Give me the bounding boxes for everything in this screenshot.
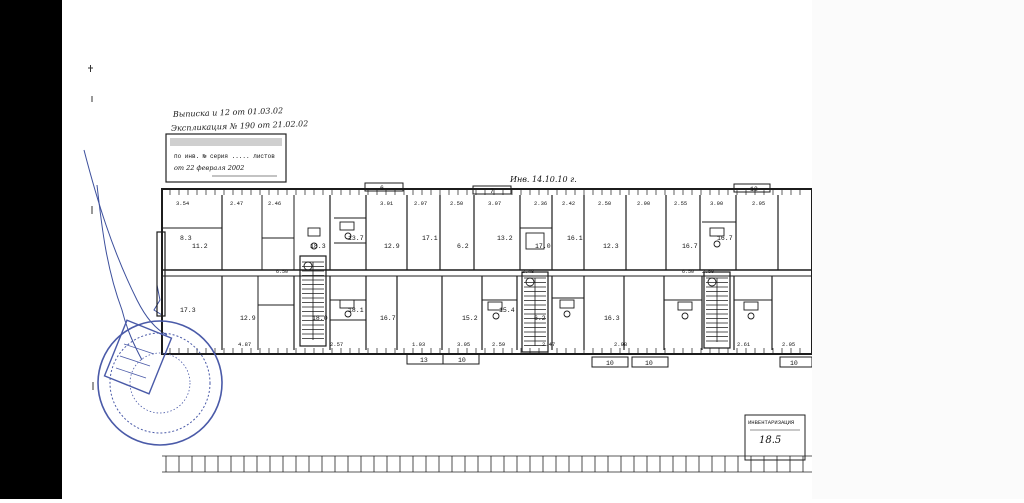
room-area: 6.2 xyxy=(534,315,546,322)
dimension-bottom: 3.05 xyxy=(457,341,470,348)
room-area: 16.7 xyxy=(682,243,698,250)
bottom-scale-strip xyxy=(162,455,812,473)
room-area: 17.1 xyxy=(422,235,438,242)
dimension-top: 3.54 xyxy=(176,200,190,207)
left-black-bar xyxy=(0,0,62,499)
dimension-bottom: 2.05 xyxy=(782,341,795,348)
room-area: 16.7 xyxy=(380,315,396,322)
dimension-top: 2.50 xyxy=(450,200,463,207)
room-area: 17.0 xyxy=(535,243,551,250)
room-area: 16.3 xyxy=(604,315,620,322)
room-area: 17.3 xyxy=(180,307,196,314)
dimension-bottom: 2.98 xyxy=(614,341,627,348)
top-marker: 7 xyxy=(490,188,494,195)
dimension-top: 2.47 xyxy=(230,200,243,207)
dimension-top: 3.07 xyxy=(488,200,501,207)
dimension-mid: 2.48 xyxy=(522,269,534,275)
header-handwriting: Выписка и 12 от 01.03.02 Экспликация № 1… xyxy=(171,106,309,133)
top-marker: 6 xyxy=(380,185,384,192)
dimension-mid: 6.50 xyxy=(682,269,694,275)
bottom-marker: 10 xyxy=(790,360,798,367)
dimension-bottom: 4.87 xyxy=(238,341,251,348)
room-area: 13.7 xyxy=(348,235,364,242)
room-area: 18.0 xyxy=(312,315,328,322)
pen-strokes xyxy=(83,149,168,361)
dimension-bottom: 2.59 xyxy=(492,341,505,348)
dimension-top: 2.50 xyxy=(598,200,611,207)
dimension-mid: 6.50 xyxy=(276,269,288,275)
dimension-mid: 2.50 xyxy=(702,269,714,275)
dimension-top: 2.95 xyxy=(752,200,765,207)
room-area: 16.1 xyxy=(567,235,583,242)
room-area: 13.2 xyxy=(497,235,513,242)
stairwells xyxy=(299,255,731,353)
inventory-stamp-value: 18.5 xyxy=(759,435,781,446)
punch-marks xyxy=(88,65,94,390)
dimension-top: 2.42 xyxy=(562,200,575,207)
bottom-marker: 10 xyxy=(645,360,653,367)
room-area: 12.3 xyxy=(603,243,619,250)
room-area-labels: 8.311.2 18.3 13.7 12.9 17.1 6.2 13.2 17.0 16.1 12… xyxy=(180,235,733,322)
room-area: 12.9 xyxy=(384,243,400,250)
header-line2: Экспликация № 190 от 21.02.02 xyxy=(171,119,309,133)
room-area: 18.3 xyxy=(310,243,326,250)
room-area: 6.2 xyxy=(457,243,469,250)
dimension-top: 3.01 xyxy=(380,200,394,207)
bottom-marker: 13 xyxy=(420,357,428,364)
room-area: 12.9 xyxy=(240,315,256,322)
bathroom-fixtures xyxy=(303,221,759,320)
dimension-labels: 3.54 2.47 2.46 3.01 2.97 2.50 3.07 2.36 2.42 2.50… xyxy=(176,200,795,348)
dimension-bottom: 1.03 xyxy=(412,341,425,348)
dimension-top: 2.90 xyxy=(637,200,650,207)
room-area: 18.1 xyxy=(348,307,364,314)
inventory-note: Инв. 14.10.10 г. xyxy=(509,175,577,184)
room-area: 8.3 xyxy=(180,235,192,242)
stamp-line2: от 22 февраля 2002 xyxy=(174,164,244,172)
stamp-line1: по инв. № серия ..... листов xyxy=(174,153,275,160)
registration-stamp: по инв. № серия ..... листов от 22 февра… xyxy=(165,133,287,183)
marker-labels: 6 7 12 13 10 10 10 10 xyxy=(380,185,798,367)
round-stamp xyxy=(97,319,223,446)
dimension-bottom: 2.61 xyxy=(737,341,751,348)
dimension-top: 2.46 xyxy=(268,200,281,207)
bottom-marker: 10 xyxy=(606,360,614,367)
room-area: 15.4 xyxy=(499,307,515,314)
dimension-bottom: 2.57 xyxy=(330,341,343,348)
header-line1: Выписка и 12 от 01.03.02 xyxy=(172,106,284,119)
inventory-stamp: ИНВЕНТАРИЗАЦИЯ 18.5 xyxy=(744,414,806,461)
top-marker: 12 xyxy=(750,186,758,193)
right-margin xyxy=(812,0,1024,499)
room-area: 16.7 xyxy=(717,235,733,242)
dimension-top: 2.55 xyxy=(674,200,687,207)
building-walls xyxy=(156,182,813,368)
dimension-top: 2.97 xyxy=(414,200,427,207)
inventory-stamp-title: ИНВЕНТАРИЗАЦИЯ xyxy=(748,419,794,426)
floor-plan-sheet: Выписка и 12 от 01.03.02 Экспликация № 1… xyxy=(62,0,813,499)
bottom-marker: 10 xyxy=(458,357,466,364)
dimension-top: 2.36 xyxy=(534,200,547,207)
window-ticks xyxy=(169,189,801,354)
dimension-top: 3.00 xyxy=(710,200,723,207)
room-area: 15.2 xyxy=(462,315,478,322)
room-area: 11.2 xyxy=(192,243,208,250)
floor-plan-drawing: Выписка и 12 от 01.03.02 Экспликация № 1… xyxy=(83,65,813,473)
dimension-bottom: 2.47 xyxy=(542,341,555,348)
